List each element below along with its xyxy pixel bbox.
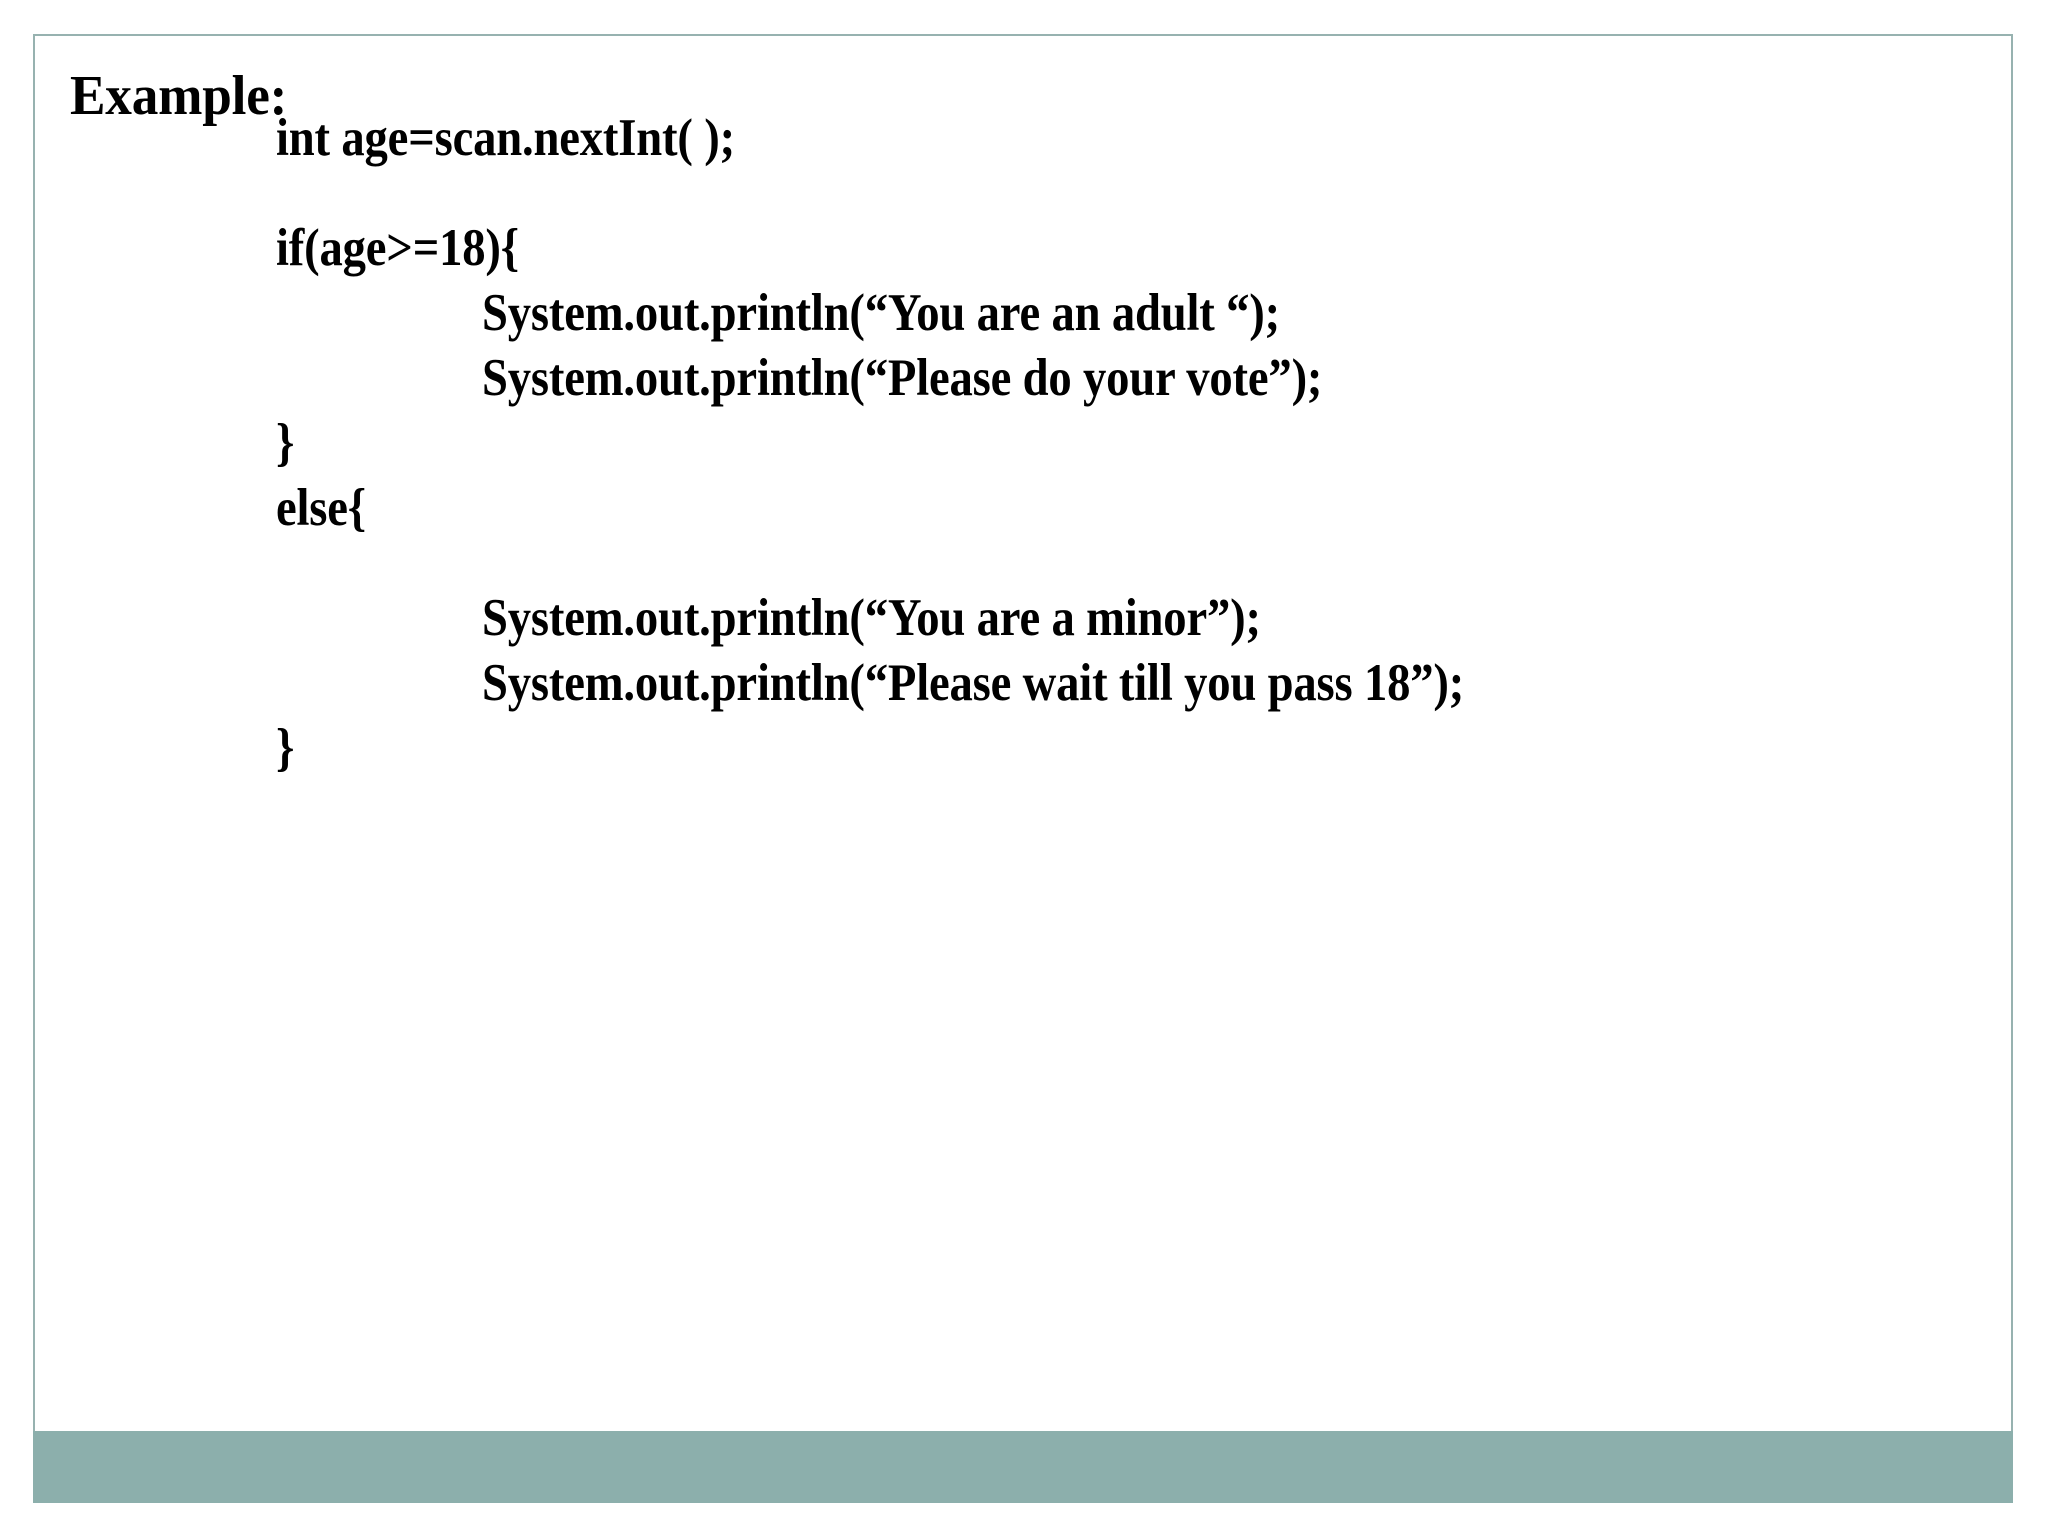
code-line-print-minor: System.out.println(“You are a minor”); [482,589,1261,647]
code-line-close-else-brace: } [276,719,295,777]
page-title: Example: [70,65,288,127]
code-line-declaration: int age=scan.nextInt( ); [276,109,735,167]
code-line-else: else{ [276,479,367,537]
code-line-print-adult: System.out.println(“You are an adult “); [482,284,1281,342]
code-line-close-if-brace: } [276,414,295,472]
slide-content-area: Example: int age=scan.nextInt( ); if(age… [70,65,1465,777]
code-line-if-condition: if(age>=18){ [276,219,519,277]
code-line-print-wait: System.out.println(“Please wait till you… [482,654,1465,712]
footer-accent-bar [33,1431,2013,1503]
code-line-print-vote: System.out.println(“Please do your vote”… [482,349,1323,407]
